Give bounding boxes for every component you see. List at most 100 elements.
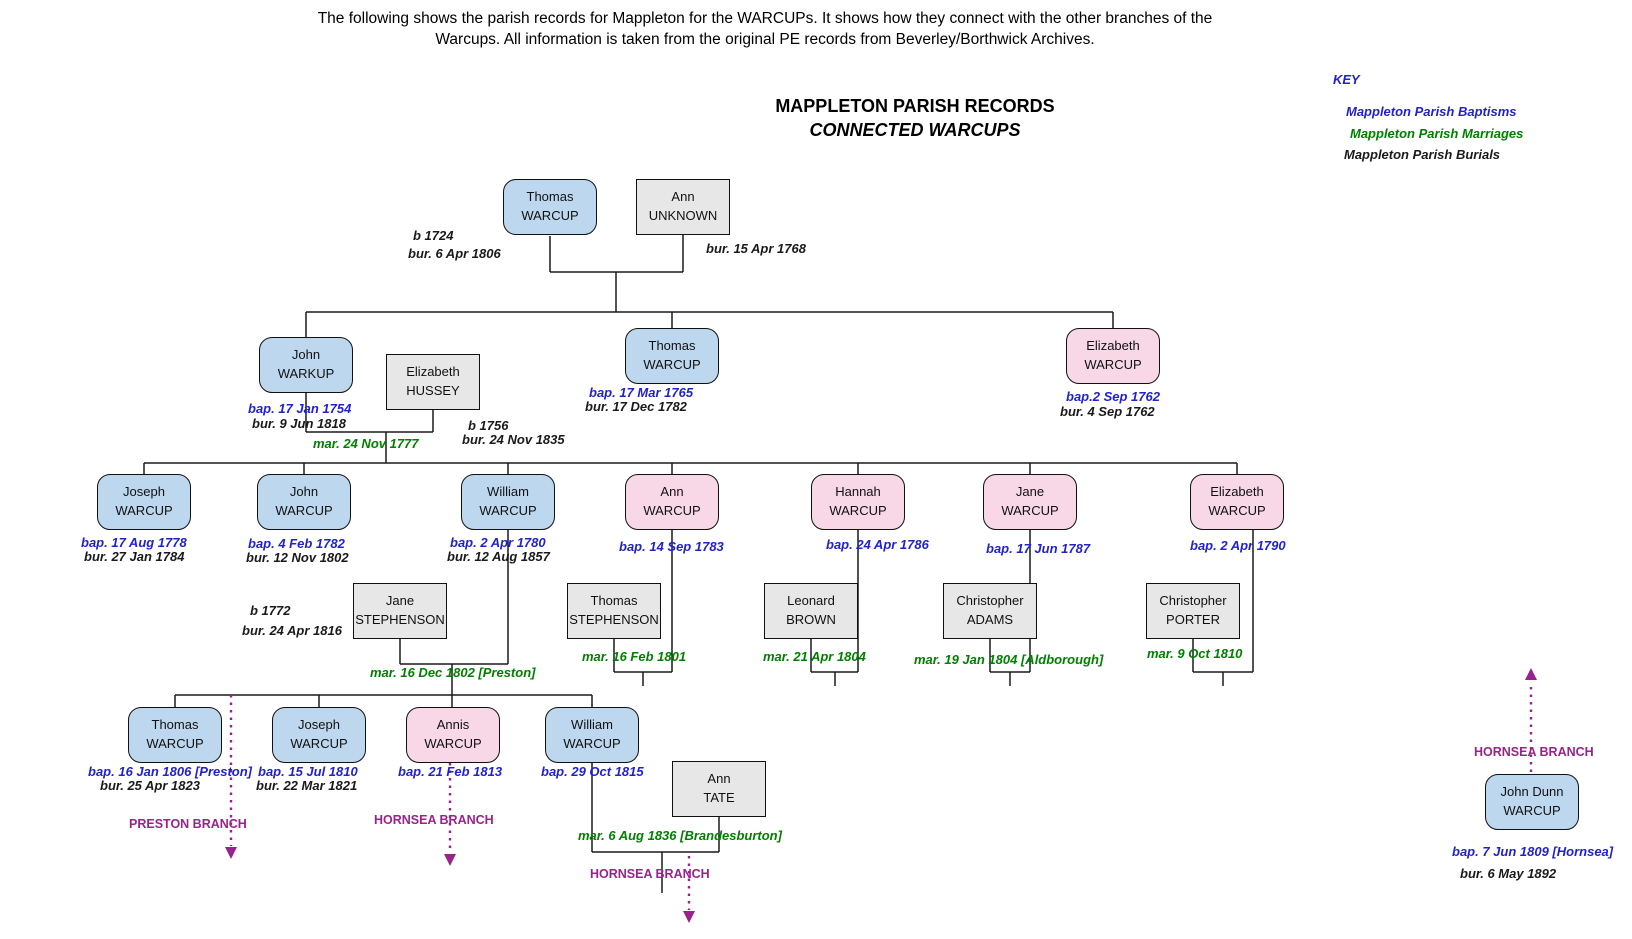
chart-title: MAPPLETON PARISH RECORDS CONNECTED WARCU… [765,96,1065,141]
baptism-note-thomas-gen2: bap. 17 Mar 1765 [589,385,694,400]
person-first-name: Ann [660,484,684,500]
person-box-hannah-warcup-gen3: Hannah WARCUP [811,474,905,530]
person-box-thomas-warcup-gen2: Thomas WARCUP [625,328,719,384]
marriage-note-william-tate: mar. 6 Aug 1836 [Brandesburton] [578,828,782,843]
baptism-note-elizabeth-gen2: bap.2 Sep 1762 [1066,389,1160,404]
person-box-john-warkup: John WARKUP [259,337,353,393]
baptism-note-annis-gen4: bap. 21 Feb 1813 [398,764,503,779]
person-box-william-warcup-gen3: William WARCUP [461,474,555,530]
person-surname: WARCUP [146,736,204,751]
person-first-name: Christopher [1159,593,1227,609]
person-surname: WARCUP [643,503,701,518]
person-box-elizabeth-warcup-gen3: Elizabeth WARCUP [1190,474,1284,530]
person-surname: TATE [703,790,735,805]
baptism-note-elizabeth-gen3: bap. 2 Apr 1790 [1190,538,1286,553]
person-box-jane-stephenson: Jane STEPHENSON [353,583,447,639]
baptism-note-joseph-gen3: bap. 17 Aug 1778 [81,535,187,550]
person-surname: STEPHENSON [569,612,659,627]
person-first-name: John Dunn [1500,784,1564,800]
person-surname: WARCUP [829,503,887,518]
person-first-name: Thomas [590,593,638,609]
person-box-joseph-warcup-gen3: Joseph WARCUP [97,474,191,530]
burial-note-joseph-gen3: bur. 27 Jan 1784 [84,549,185,564]
person-first-name: Jane [385,593,415,609]
marriage-note-hannah-brown: mar. 21 Apr 1804 [763,649,866,664]
person-surname: UNKNOWN [648,208,718,223]
baptism-note-william-gen4: bap. 29 Oct 1815 [541,764,644,779]
branch-arrows [229,682,1533,910]
person-first-name: Joseph [298,717,340,733]
person-first-name: Leonard [787,593,835,609]
person-first-name: Joseph [123,484,165,500]
key-item-baptisms: Mappleton Parish Baptisms [1346,104,1517,119]
person-first-name: Ann [671,189,695,205]
person-surname: WARCUP [1001,503,1059,518]
person-box-annis-warcup-gen4: Annis WARCUP [406,707,500,763]
person-surname: WARKUP [277,366,335,381]
person-box-ann-warcup-gen3: Ann WARCUP [625,474,719,530]
marriage-note-william-stephenson: mar. 16 Dec 1802 [Preston] [370,665,536,680]
header-line-2: Warcups. All information is taken from t… [435,30,1095,48]
baptism-note-jane-gen3: bap. 17 Jun 1787 [986,541,1091,556]
page-header: The following shows the parish records f… [40,9,1490,51]
preston-branch-label: PRESTON BRANCH [129,817,247,831]
baptism-note-john-dunn: bap. 7 Jun 1809 [Hornsea] [1452,844,1614,859]
marriage-note-jane-adams: mar. 19 Jan 1804 [Aldborough] [914,652,1104,667]
burial-note-william-gen3: bur. 12 Aug 1857 [447,549,550,564]
person-surname: STEPHENSON [355,612,445,627]
burial-note-john-dunn: bur. 6 May 1892 [1460,866,1557,881]
birth-note-jane-stephenson: b 1772 [250,603,291,618]
person-surname: WARCUP [1084,357,1142,372]
key-item-burials: Mappleton Parish Burials [1344,147,1501,162]
burial-note-jane-stephenson: bur. 24 Apr 1816 [242,623,342,638]
burial-note-joseph-gen4: bur. 22 Mar 1821 [256,778,358,793]
person-first-name: Elizabeth [1210,484,1264,500]
person-surname: WARCUP [563,736,621,751]
person-first-name: Thomas [151,717,199,733]
person-first-name: Thomas [648,338,696,354]
baptism-note-hannah-gen3: bap. 24 Apr 1786 [826,537,929,552]
person-box-ann-tate: Ann TATE [672,761,766,817]
hornsea-annis-arrowhead-down [444,854,456,866]
preston-arrowhead-down [225,847,237,859]
person-box-ann-unknown: Ann UNKNOWN [636,179,730,235]
person-first-name: Elizabeth [1086,338,1140,354]
baptism-note-john-gen3: bap. 4 Feb 1782 [248,536,345,551]
person-box-thomas-stephenson: Thomas STEPHENSON [567,583,661,639]
burial-note-thomas-gen2: bur. 17 Dec 1782 [585,399,687,414]
burial-note-thomas-gen1: bur. 6 Apr 1806 [408,246,501,261]
person-surname: WARCUP [424,736,482,751]
person-box-elizabeth-warcup-gen2: Elizabeth WARCUP [1066,328,1160,384]
person-first-name: John [291,347,321,363]
hornsea-william-arrowhead-down [683,911,695,923]
header-line-1: The following shows the parish records f… [317,10,1213,27]
baptism-note-ann-gen3: bap. 14 Sep 1783 [619,539,724,554]
person-first-name: Thomas [526,189,574,205]
person-surname: WARCUP [479,503,537,518]
person-box-john-dunn-warcup: John Dunn WARCUP [1485,774,1579,830]
key-item-marriages: Mappleton Parish Marriages [1350,126,1524,141]
person-first-name: Hannah [835,484,881,500]
birth-note-elizabeth-hussey: b 1756 [468,418,509,433]
person-box-thomas-warcup-gen1: Thomas WARCUP [503,179,597,235]
birth-note-thomas-gen1: b 1724 [413,228,454,243]
hornsea-branch-label-annis: HORNSEA BRANCH [374,813,494,827]
person-first-name: William [487,484,529,500]
key-title: KEY [1333,72,1360,87]
baptism-note-joseph-gen4: bap. 15 Jul 1810 [258,764,358,779]
burial-note-john-gen3: bur. 12 Nov 1802 [246,550,349,565]
hornsea-right-arrowhead-up [1525,668,1537,680]
baptism-note-thomas-gen4: bap. 16 Jan 1806 [Preston] [88,764,253,779]
person-surname: WARCUP [521,208,579,223]
person-surname: WARCUP [290,736,348,751]
person-first-name: Christopher [956,593,1024,609]
baptism-note-william-gen3: bap. 2 Apr 1780 [450,535,546,550]
chart-title-line-1: MAPPLETON PARISH RECORDS [775,96,1055,116]
person-surname: WARCUP [1503,803,1561,818]
chart-title-line-2: CONNECTED WARCUPS [809,120,1021,140]
person-first-name: John [289,484,319,500]
burial-note-ann-unknown: bur. 15 Apr 1768 [706,241,806,256]
burial-note-john-warkup: bur. 9 Jun 1818 [252,416,346,431]
